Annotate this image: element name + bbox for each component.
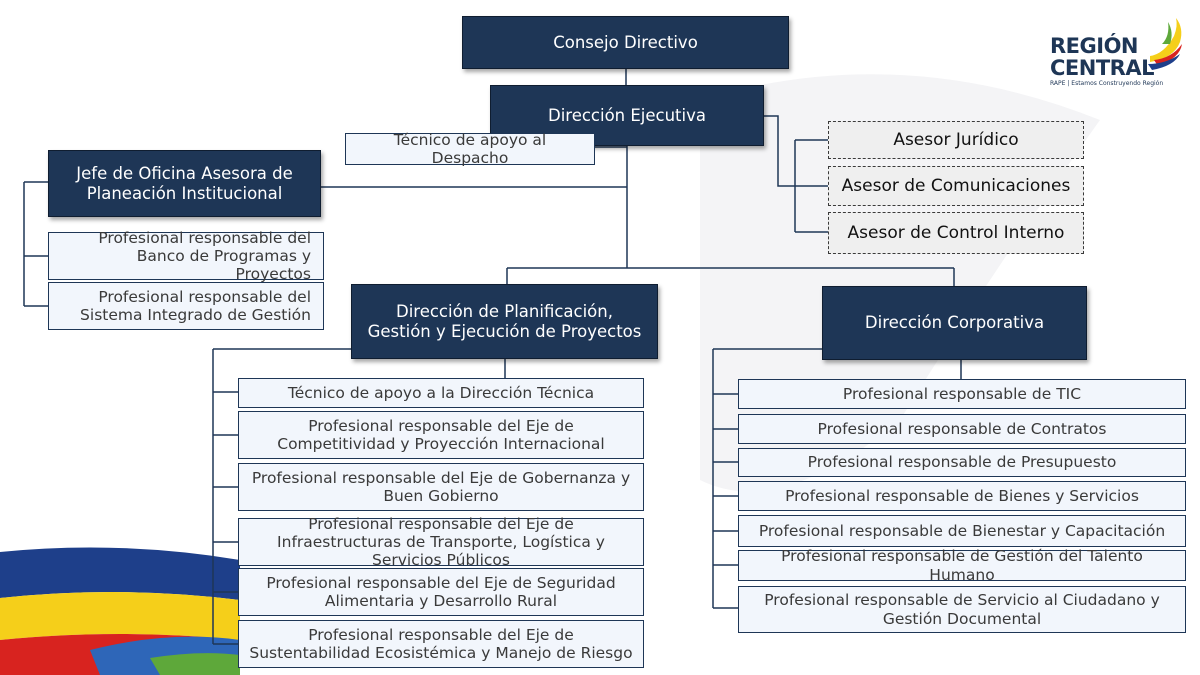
planificacion-item[interactable]: Profesional responsable del Eje de Infra… <box>238 515 644 569</box>
planificacion-item[interactable]: Profesional responsable del Eje de Suste… <box>238 620 644 668</box>
node-consejo-directivo[interactable]: Consejo Directivo <box>462 16 789 69</box>
planificacion-item[interactable]: Profesional responsable del Eje de Compe… <box>238 411 644 459</box>
corporativa-item[interactable]: Profesional responsable de Contratos <box>738 414 1186 444</box>
node-asesor-comunicaciones[interactable]: Asesor de Comunicaciones <box>828 166 1084 206</box>
logo-swoosh-icon <box>1148 18 1182 70</box>
logo-text-central: CENTRAL <box>1050 56 1154 80</box>
region-central-logo: REGIÓN CENTRAL RAPE | Estamos Construyen… <box>1048 14 1188 94</box>
corporativa-item[interactable]: Profesional responsable de Bienestar y C… <box>738 515 1186 547</box>
node-asesor-juridico[interactable]: Asesor Jurídico <box>828 121 1084 159</box>
node-banco-programas[interactable]: Profesional responsable del Banco de Pro… <box>48 229 324 283</box>
node-direccion-planificacion[interactable]: Dirección de Planificación, Gestión y Ej… <box>351 284 658 359</box>
node-sistema-integrado[interactable]: Profesional responsable del Sistema Inte… <box>48 282 324 330</box>
planificacion-item[interactable]: Profesional responsable del Eje de Segur… <box>238 568 644 616</box>
logo-text-region: REGIÓN <box>1050 34 1139 58</box>
corporativa-item[interactable]: Profesional responsable de TIC <box>738 379 1186 409</box>
corporativa-item[interactable]: Profesional responsable de Presupuesto <box>738 448 1186 477</box>
node-direccion-corporativa[interactable]: Dirección Corporativa <box>822 286 1087 360</box>
corporativa-item[interactable]: Profesional responsable de Servicio al C… <box>738 586 1186 633</box>
planificacion-item[interactable]: Técnico de apoyo a la Dirección Técnica <box>238 378 644 408</box>
node-tecnico-despacho[interactable]: Técnico de apoyo al Despacho <box>345 131 595 167</box>
node-jefe-oficina-planeacion[interactable]: Jefe de Oficina Asesora de Planeación In… <box>48 150 321 217</box>
planificacion-item[interactable]: Profesional responsable del Eje de Gober… <box>238 463 644 511</box>
logo-tagline: RAPE | Estamos Construyendo Región <box>1050 80 1164 87</box>
node-asesor-control-interno[interactable]: Asesor de Control Interno <box>828 212 1084 254</box>
corporativa-item[interactable]: Profesional responsable de Gestión del T… <box>738 547 1186 584</box>
corporativa-item[interactable]: Profesional responsable de Bienes y Serv… <box>738 481 1186 511</box>
